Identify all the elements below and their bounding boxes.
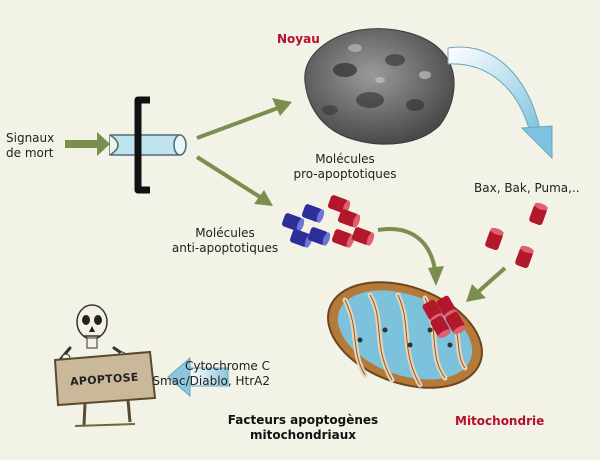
label-facteurs-line1: Facteurs apoptogènes xyxy=(227,413,379,427)
signal-arrow xyxy=(65,132,110,156)
bax-molecules xyxy=(485,202,548,269)
label-signaux-line2: de mort xyxy=(6,146,54,160)
anti-apoptotic-molecules xyxy=(281,204,331,248)
label-mitochondrie: Mitochondrie xyxy=(455,414,545,428)
label-cytochrome: Cytochrome C xyxy=(184,359,270,373)
mitochondria-pore-molecules xyxy=(422,295,466,339)
arrow-to-anti xyxy=(195,155,273,206)
pro-apoptotic-molecules xyxy=(327,195,375,248)
nucleus xyxy=(304,28,455,145)
label-anti-apoptotiques: Molécules anti-apoptotiques xyxy=(160,226,290,256)
label-facteurs-line2: mitochondriaux xyxy=(249,428,357,442)
arrow-bax-to-mitochondria xyxy=(466,266,507,302)
label-facteurs: Facteurs apoptogènes mitochondriaux xyxy=(218,413,388,443)
label-noyau: Noyau xyxy=(277,32,320,46)
label-pro-line2: pro-apoptotiques xyxy=(293,167,397,181)
label-apoptogenic-factors: Cytochrome C Smac/Diablo, HtrA2 xyxy=(152,359,270,389)
skeleton xyxy=(58,304,128,363)
label-pro-apoptotiques: Molécules pro-apoptotiques xyxy=(290,152,400,182)
label-bax: Bax, Bak, Puma,.. xyxy=(474,181,580,195)
mitochondrion xyxy=(327,281,483,389)
arrow-to-nucleus xyxy=(196,98,292,140)
receptor xyxy=(109,96,187,194)
label-anti-line2: anti-apoptotiques xyxy=(171,241,279,255)
apoptose-sign xyxy=(53,350,157,427)
label-signaux: Signaux de mort xyxy=(6,131,54,161)
label-pro-line1: Molécules xyxy=(315,152,375,166)
curved-arrow-to-bax xyxy=(447,46,553,160)
label-signaux-line1: Signaux xyxy=(6,131,55,145)
arrow-to-mitochondria xyxy=(377,227,444,286)
arrow-to-apoptose xyxy=(167,356,229,398)
label-anti-line1: Molécules xyxy=(195,226,255,240)
label-smac: Smac/Diablo, HtrA2 xyxy=(152,374,270,388)
